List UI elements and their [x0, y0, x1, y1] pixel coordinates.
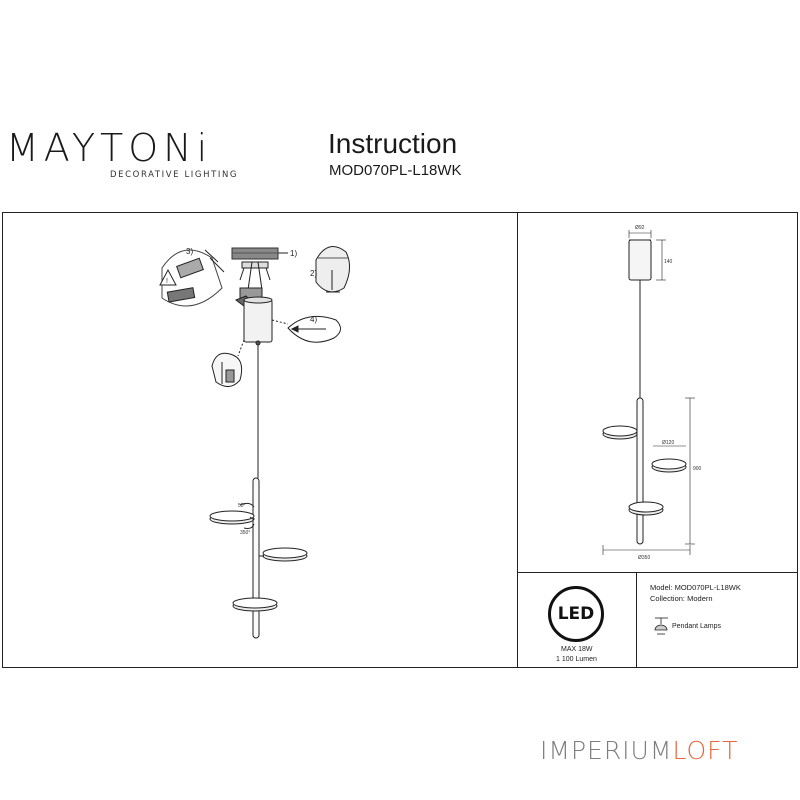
dimension-drawing — [602, 230, 695, 555]
svg-text:!: ! — [166, 278, 168, 285]
dimension-labels: Ø92 140 Ø120 900 Ø350 — [635, 225, 702, 561]
watermark-logo: IMPERIUMLOFT — [540, 736, 738, 765]
dim-disc-diameter: Ø120 — [662, 440, 674, 446]
assembly-step-labels: 1) 2) 3) 4) 50° 350° — [186, 247, 317, 536]
frame-divider-horizontal — [517, 572, 798, 573]
led-label: LED — [557, 604, 595, 624]
step-label-2: 2) — [310, 269, 317, 278]
step-label-3: 3) — [186, 247, 193, 256]
info-collection: Collection: Modern — [650, 594, 713, 603]
pendant-lamp-icon — [654, 617, 668, 635]
step-label-4: 4) — [310, 315, 317, 324]
info-type: Pendant Lamps — [672, 623, 722, 630]
spec-power: MAX 18W — [561, 646, 593, 653]
step-label-1: 1) — [290, 249, 297, 258]
brand-tagline: DECORATIVE LIGHTING — [110, 170, 239, 180]
document-model-code: MOD070PL-L18WK — [329, 162, 462, 179]
info-model: Model: MOD070PL-L18WK — [650, 583, 741, 592]
spec-lumen: 1 100 Lumen — [556, 656, 597, 663]
watermark-part-2: LOFT — [672, 736, 739, 765]
frame-divider-spec — [636, 572, 637, 668]
angle-label-50: 50° — [238, 503, 246, 509]
watermark-part-1: IMPERIUM — [540, 736, 673, 765]
dim-canopy-diameter: Ø92 — [635, 225, 645, 231]
led-badge: LED — [548, 586, 604, 642]
brand-name: MAYTONi — [6, 126, 213, 170]
frame-divider-vertical — [517, 212, 518, 668]
brand-logo: MAYTONi DECORATIVE LIGHTING — [6, 128, 238, 180]
dim-canopy-height: 140 — [664, 259, 673, 265]
dim-total-height: 900 — [693, 466, 702, 472]
title-block: Instruction MOD070PL-L18WK — [328, 128, 462, 179]
product-info: Model: MOD070PL-L18WK Collection: Modern — [650, 582, 741, 604]
dim-total-width: Ø350 — [638, 555, 650, 561]
document-title: Instruction — [328, 128, 458, 159]
assembly-drawing: ! — [159, 246, 350, 639]
instruction-frame — [2, 212, 798, 668]
angle-label-350: 350° — [240, 530, 250, 536]
